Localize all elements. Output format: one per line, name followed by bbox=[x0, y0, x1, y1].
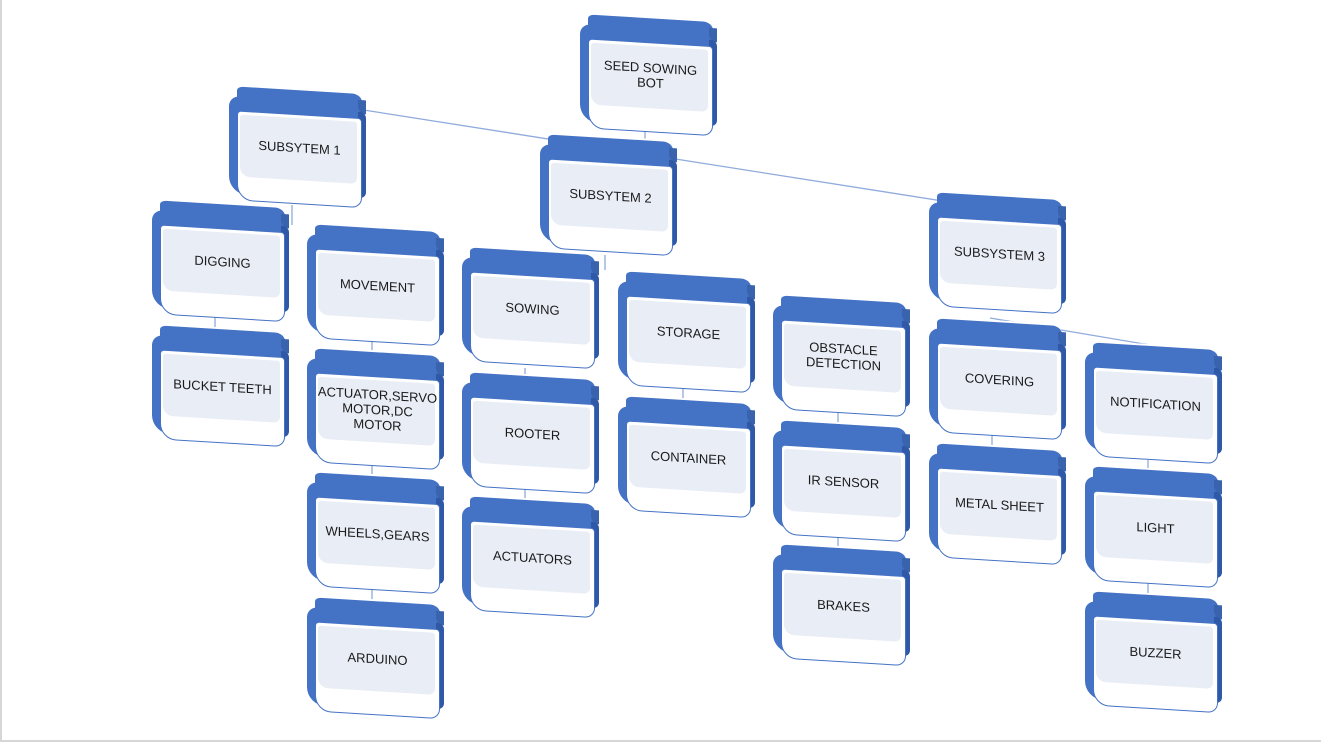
block-sowing-label: SOWING bbox=[505, 299, 560, 318]
block-storage-label: STORAGE bbox=[656, 322, 721, 342]
block-actuators: ACTUATORS bbox=[462, 494, 597, 624]
block-actuators-label: ACTUATORS bbox=[493, 547, 572, 568]
block-subsystem-2: SUBSYTEM 2 bbox=[540, 132, 675, 262]
block-notification-label: NOTIFICATION bbox=[1110, 393, 1201, 414]
block-metal-sheet-label: METAL SHEET bbox=[955, 494, 1044, 515]
block-buzzer-label: BUZZER bbox=[1129, 643, 1182, 662]
block-rooter: ROOTER bbox=[462, 370, 597, 500]
block-obstacle-detection-label: OBSTACLE DETECTION bbox=[805, 339, 882, 374]
block-root: SEED SOWING BOT bbox=[580, 12, 715, 142]
block-bucket-teeth-label: BUCKET TEETH bbox=[173, 375, 272, 397]
block-container-label: CONTAINER bbox=[650, 447, 727, 468]
block-sowing: SOWING bbox=[462, 245, 597, 375]
block-subsystem-1-label: SUBSYTEM 1 bbox=[258, 137, 341, 158]
block-covering: COVERING bbox=[929, 316, 1064, 446]
block-arduino: ARDUINO bbox=[307, 595, 442, 725]
block-digging: DIGGING bbox=[152, 198, 287, 328]
block-obstacle-detection: OBSTACLE DETECTION bbox=[773, 293, 908, 423]
block-actuator-servo: ACTUATOR,SERVO MOTOR,DC MOTOR bbox=[307, 346, 442, 476]
block-root-label: SEED SOWING BOT bbox=[603, 57, 698, 92]
block-brakes-label: BRAKES bbox=[817, 596, 870, 615]
block-arduino-label: ARDUINO bbox=[347, 648, 408, 668]
block-movement-label: MOVEMENT bbox=[339, 275, 416, 296]
block-actuator-servo-label: ACTUATOR,SERVO MOTOR,DC MOTOR bbox=[317, 383, 438, 434]
block-subsystem-2-label: SUBSYTEM 2 bbox=[569, 185, 652, 206]
block-wheels-gears: WHEELS,GEARS bbox=[307, 470, 442, 600]
block-brakes: BRAKES bbox=[773, 542, 908, 672]
block-subsystem-3: SUBSYSTEM 3 bbox=[929, 190, 1064, 320]
block-container: CONTAINER bbox=[618, 394, 753, 524]
block-rooter-label: ROOTER bbox=[504, 424, 561, 443]
block-ir-sensor-label: IR SENSOR bbox=[807, 471, 880, 491]
block-covering-label: COVERING bbox=[964, 369, 1035, 389]
block-wheels-gears-label: WHEELS,GEARS bbox=[325, 522, 430, 544]
block-bucket-teeth: BUCKET TEETH bbox=[152, 323, 287, 453]
block-ir-sensor: IR SENSOR bbox=[773, 418, 908, 548]
block-metal-sheet: METAL SHEET bbox=[929, 441, 1064, 571]
block-movement: MOVEMENT bbox=[307, 222, 442, 352]
block-digging-label: DIGGING bbox=[194, 252, 251, 271]
block-storage: STORAGE bbox=[618, 269, 753, 399]
block-notification: NOTIFICATION bbox=[1085, 340, 1220, 470]
block-buzzer: BUZZER bbox=[1085, 589, 1220, 719]
block-light: LIGHT bbox=[1085, 464, 1220, 594]
block-subsystem-3-label: SUBSYSTEM 3 bbox=[953, 243, 1046, 264]
block-subsystem-1: SUBSYTEM 1 bbox=[229, 84, 364, 214]
block-light-label: LIGHT bbox=[1136, 518, 1175, 536]
